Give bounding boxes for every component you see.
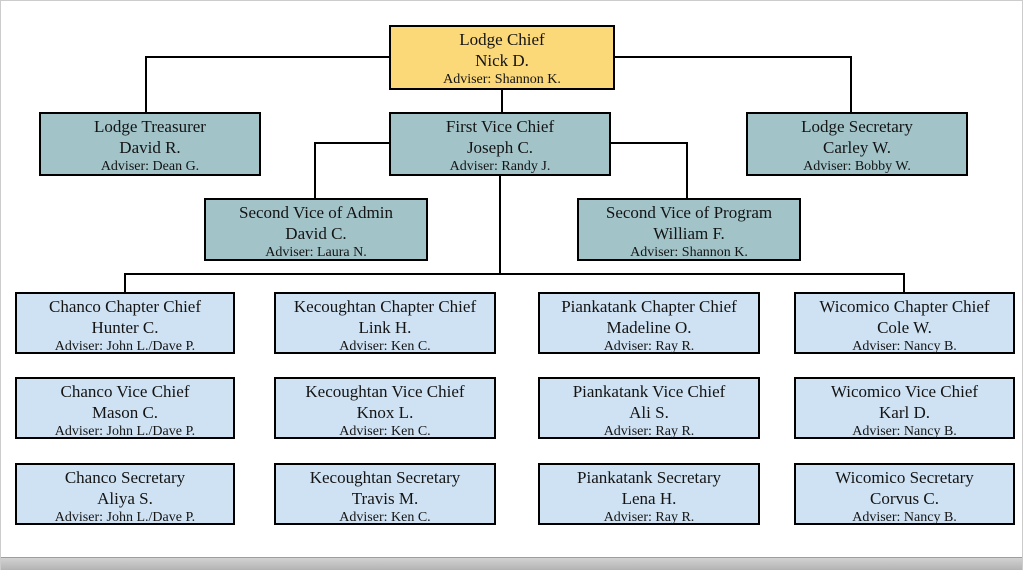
node-title: Second Vice of Admin [238,203,393,222]
node-title: Second Vice of Program [605,203,773,222]
node-adviser: Adviser: Nancy B. [852,424,957,439]
node-second-vice-admin: Second Vice of Admin David C. Adviser: L… [204,198,428,261]
node-adviser: Adviser: Ray R. [603,424,695,439]
node-adviser: Adviser: Nancy B. [852,339,957,354]
node-person: Nick D. [475,51,529,70]
node-person: Cole W. [877,318,932,337]
node-adviser: Adviser: Shannon K. [630,245,748,260]
node-adviser: Adviser: Nancy B. [852,510,957,525]
node-title: Wicomico Vice Chief [830,382,979,401]
node-chanco-chapter-chief: Chanco Chapter Chief Hunter C. Adviser: … [15,292,235,354]
node-chanco-secretary: Chanco Secretary Aliya S. Adviser: John … [15,463,235,525]
node-title: Chanco Secretary [64,468,186,487]
node-person: Mason C. [91,403,159,422]
node-kecoughtan-secretary: Kecoughtan Secretary Travis M. Adviser: … [274,463,496,525]
node-person: Corvus C. [870,489,939,508]
node-person: Travis M. [351,489,419,508]
node-person: Madeline O. [606,318,692,337]
node-person: David C. [285,224,347,243]
node-person: Carley W. [823,138,891,157]
node-lodge-chief: Lodge Chief Nick D. Adviser: Shannon K. [389,25,615,90]
node-wicomico-secretary: Wicomico Secretary Corvus C. Adviser: Na… [794,463,1015,525]
node-person: Aliya S. [97,489,153,508]
node-adviser: Adviser: Laura N. [265,245,367,260]
node-kecoughtan-chapter-chief: Kecoughtan Chapter Chief Link H. Adviser… [274,292,496,354]
node-adviser: Adviser: Ken C. [339,339,431,354]
node-adviser: Adviser: Ray R. [603,339,695,354]
node-title: Kecoughtan Secretary [309,468,461,487]
node-title: Piankatank Chapter Chief [561,297,737,316]
node-title: First Vice Chief [445,117,555,136]
node-person: Knox L. [356,403,414,422]
node-lodge-secretary: Lodge Secretary Carley W. Adviser: Bobby… [746,112,968,176]
node-piankatank-vice-chief: Piankatank Vice Chief Ali S. Adviser: Ra… [538,377,760,439]
node-person: Joseph C. [466,138,534,157]
node-wicomico-chapter-chief: Wicomico Chapter Chief Cole W. Adviser: … [794,292,1015,354]
node-person: Ali S. [629,403,669,422]
node-title: Wicomico Secretary [835,468,974,487]
node-adviser: Adviser: Ken C. [339,424,431,439]
node-adviser: Adviser: John L./Dave P. [54,510,196,525]
node-piankatank-chapter-chief: Piankatank Chapter Chief Madeline O. Adv… [538,292,760,354]
node-adviser: Adviser: Bobby W. [803,159,911,174]
node-adviser: Adviser: Dean G. [100,159,200,174]
node-second-vice-program: Second Vice of Program William F. Advise… [577,198,801,261]
node-piankatank-secretary: Piankatank Secretary Lena H. Adviser: Ra… [538,463,760,525]
node-title: Piankatank Vice Chief [572,382,726,401]
node-person: David R. [119,138,181,157]
node-lodge-treasurer: Lodge Treasurer David R. Adviser: Dean G… [39,112,261,176]
node-person: Hunter C. [91,318,159,337]
node-person: Karl D. [879,403,930,422]
node-title: Lodge Treasurer [94,117,206,136]
node-title: Chanco Chapter Chief [48,297,201,316]
node-person: Link H. [358,318,412,337]
node-adviser: Adviser: John L./Dave P. [54,339,196,354]
page-bottom-edge [1,557,1022,570]
node-title: Lodge Chief [459,30,545,49]
node-wicomico-vice-chief: Wicomico Vice Chief Karl D. Adviser: Nan… [794,377,1015,439]
node-person: Lena H. [621,489,677,508]
node-adviser: Adviser: Randy J. [449,159,551,174]
node-title: Kecoughtan Chapter Chief [293,297,477,316]
node-chanco-vice-chief: Chanco Vice Chief Mason C. Adviser: John… [15,377,235,439]
node-adviser: Adviser: Shannon K. [443,72,561,87]
node-kecoughtan-vice-chief: Kecoughtan Vice Chief Knox L. Adviser: K… [274,377,496,439]
node-title: Chanco Vice Chief [60,382,190,401]
node-title: Lodge Secretary [801,117,913,136]
node-person: William F. [653,224,725,243]
node-adviser: Adviser: John L./Dave P. [54,424,196,439]
node-title: Kecoughtan Vice Chief [305,382,465,401]
node-adviser: Adviser: Ken C. [339,510,431,525]
node-title: Wicomico Chapter Chief [819,297,990,316]
node-first-vice-chief: First Vice Chief Joseph C. Adviser: Rand… [389,112,611,176]
node-title: Piankatank Secretary [577,468,721,487]
node-adviser: Adviser: Ray R. [603,510,695,525]
